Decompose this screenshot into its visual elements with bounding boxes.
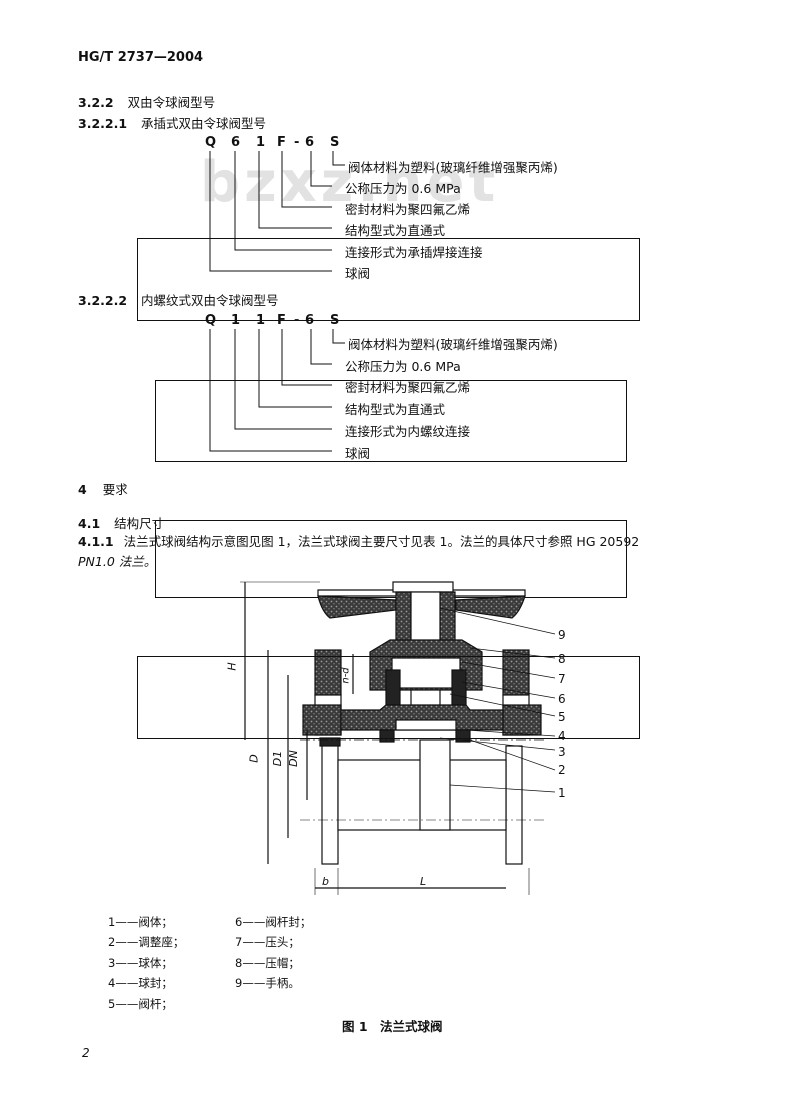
section-number: 4.1.1 bbox=[78, 534, 114, 549]
code-letter: 6 bbox=[305, 135, 315, 150]
callout-number: 3 bbox=[558, 745, 566, 759]
legend-item: 7——压头； bbox=[235, 935, 300, 949]
code-letter: Q bbox=[205, 313, 217, 328]
overlay-frame bbox=[155, 520, 627, 598]
code-letter: - bbox=[294, 135, 300, 150]
designation-label: 连接形式为承插焊接连接 bbox=[345, 245, 483, 260]
designation-label: 球阀 bbox=[345, 446, 371, 461]
overlay-frame bbox=[155, 380, 627, 462]
legend-item: 9——手柄。 bbox=[235, 976, 300, 990]
code-letter: Q bbox=[205, 135, 217, 150]
designation-label: 公称压力为 0.6 MPa bbox=[345, 181, 461, 196]
dimension-label: D bbox=[247, 754, 261, 763]
standard-code: HG/T 2737—2004 bbox=[78, 50, 204, 65]
code-letter: S bbox=[330, 313, 340, 328]
callout-number: 9 bbox=[558, 628, 566, 642]
callout-number: 1 bbox=[558, 786, 566, 800]
section-number: 3.2.2.1 bbox=[78, 116, 128, 131]
legend-item: 4——球封； bbox=[108, 976, 173, 990]
callout-number: 2 bbox=[558, 763, 566, 777]
section-3-2-2-2: 3.2.2.2 内螺纹式双由令球阀型号 bbox=[78, 290, 279, 309]
code-letter: 6 bbox=[231, 135, 241, 150]
section-4: 4 要求 bbox=[78, 479, 128, 498]
section-title: 结构尺寸 bbox=[114, 516, 165, 531]
legend-item: 8——压帽； bbox=[235, 956, 300, 970]
designation-label: 阀体材料为塑料(玻璃纤维增强聚丙烯) bbox=[348, 337, 558, 352]
section-number: 3.2.2 bbox=[78, 95, 114, 110]
overlay-frame bbox=[137, 238, 640, 321]
overlay-frame bbox=[137, 656, 640, 739]
section-title: 双由令球阀型号 bbox=[127, 95, 216, 110]
code-letter: 1 bbox=[256, 135, 266, 150]
callout-number: 7 bbox=[558, 672, 566, 686]
section-number: 3.2.2.2 bbox=[78, 293, 128, 308]
legend-item: 6——阀杆封； bbox=[235, 915, 312, 929]
code-letter: - bbox=[294, 313, 300, 328]
legend-item: 3——球体； bbox=[108, 956, 173, 970]
designation-label: 公称压力为 0.6 MPa bbox=[345, 359, 461, 374]
code-letter: 1 bbox=[256, 313, 266, 328]
designation-leader-lines-1 bbox=[209, 151, 345, 272]
dimension-label: L bbox=[420, 875, 427, 888]
section-title: 承插式双由令球阀型号 bbox=[141, 116, 267, 131]
designation-leader-lines-2 bbox=[209, 329, 345, 452]
code-letter: S bbox=[330, 135, 340, 150]
designation-label: 阀体材料为塑料(玻璃纤维增强聚丙烯) bbox=[348, 160, 558, 175]
dimension-label: D1 bbox=[271, 750, 285, 767]
section-4-1: 4.1 结构尺寸 bbox=[78, 513, 164, 532]
designation-label: 密封材料为聚四氟乙烯 bbox=[345, 202, 471, 217]
paragraph-4-1-1: 4.1.1 法兰式球阀结构示意图见图 1，法兰式球阀主要尺寸见表 1。法兰的具体尺… bbox=[78, 532, 639, 572]
watermark: bzxz.net bbox=[200, 150, 500, 215]
code-letter: 6 bbox=[305, 313, 315, 328]
legend-item: 2——调整座； bbox=[108, 935, 185, 949]
figure-caption: 图 1 法兰式球阀 bbox=[342, 1019, 443, 1034]
callout-number: 5 bbox=[558, 710, 566, 724]
callout-number: 6 bbox=[558, 692, 566, 706]
designation-label: 连接形式为内螺纹连接 bbox=[345, 424, 471, 439]
section-number: 4 bbox=[78, 482, 87, 497]
code-letter: 1 bbox=[231, 313, 241, 328]
paragraph-line: PN1.0 法兰。 bbox=[78, 554, 157, 569]
flanged-ball-valve-drawing bbox=[240, 581, 556, 895]
page-number: 2 bbox=[82, 1046, 90, 1060]
section-3-2-2: 3.2.2 双由令球阀型号 bbox=[78, 92, 215, 111]
dimension-label: DN bbox=[286, 750, 300, 767]
legend-item: 5——阀杆； bbox=[108, 997, 173, 1011]
designation-label: 球阀 bbox=[345, 266, 371, 281]
code-letter: F bbox=[277, 135, 286, 150]
section-title: 要求 bbox=[102, 482, 128, 497]
legend-item: 1——阀体； bbox=[108, 915, 173, 929]
section-title: 内螺纹式双由令球阀型号 bbox=[141, 293, 279, 308]
callout-number: 8 bbox=[558, 652, 566, 666]
section-3-2-2-1: 3.2.2.1 承插式双由令球阀型号 bbox=[78, 113, 266, 132]
dimension-label: b bbox=[322, 875, 329, 888]
callout-number: 4 bbox=[558, 729, 566, 743]
designation-label: 结构型式为直通式 bbox=[345, 223, 446, 238]
code-letter: F bbox=[277, 313, 286, 328]
section-number: 4.1 bbox=[78, 516, 101, 531]
designation-label: 密封材料为聚四氟乙烯 bbox=[345, 380, 471, 395]
paragraph-line: 法兰式球阀结构示意图见图 1，法兰式球阀主要尺寸见表 1。法兰的具体尺寸参照 H… bbox=[123, 534, 640, 549]
designation-label: 结构型式为直通式 bbox=[345, 402, 446, 417]
